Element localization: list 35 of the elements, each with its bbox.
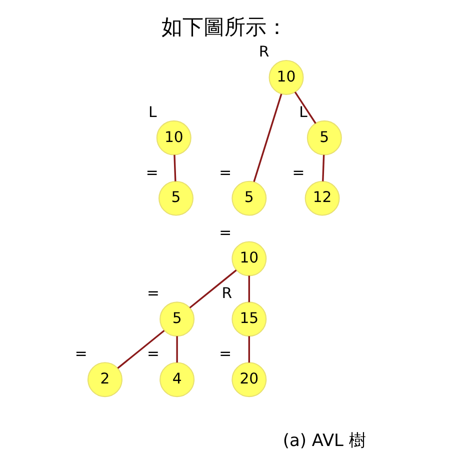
node-circle: 2 bbox=[88, 362, 122, 398]
node-label: = bbox=[219, 224, 232, 242]
diagram-title: 如下圖所示： bbox=[162, 14, 288, 40]
node-circle: 20 bbox=[232, 362, 267, 398]
node-label: = bbox=[146, 285, 160, 302]
node-label: R bbox=[258, 43, 270, 60]
node-circle: 5 bbox=[160, 302, 195, 337]
connector bbox=[294, 92, 316, 124]
connector bbox=[117, 330, 165, 369]
node-circle: 5 bbox=[158, 180, 194, 216]
node-label: L bbox=[299, 104, 308, 121]
node-label: = bbox=[74, 346, 88, 363]
node-label: = bbox=[219, 164, 232, 182]
node-circle: 10 bbox=[268, 60, 304, 95]
connector bbox=[248, 336, 250, 363]
connector bbox=[322, 154, 325, 182]
node-label: L bbox=[148, 104, 157, 121]
node-circle: 10 bbox=[232, 241, 267, 276]
node-circle: 5 bbox=[232, 180, 267, 216]
node-circle: 4 bbox=[160, 362, 195, 398]
node-label: = bbox=[292, 164, 305, 182]
node-circle: 5 bbox=[306, 120, 342, 156]
node-label: = bbox=[146, 164, 158, 182]
connector bbox=[189, 270, 237, 308]
connector bbox=[248, 276, 250, 302]
node-label: = bbox=[219, 346, 232, 363]
connector bbox=[253, 94, 282, 182]
node-circle: 15 bbox=[232, 302, 267, 337]
node-circle: 10 bbox=[156, 120, 192, 156]
node-label: R bbox=[222, 285, 232, 302]
node-label: = bbox=[146, 346, 160, 363]
connector bbox=[176, 336, 178, 363]
caption: (a) AVL 樹 bbox=[282, 430, 366, 450]
connector bbox=[174, 154, 176, 182]
node-circle: 12 bbox=[304, 180, 340, 216]
